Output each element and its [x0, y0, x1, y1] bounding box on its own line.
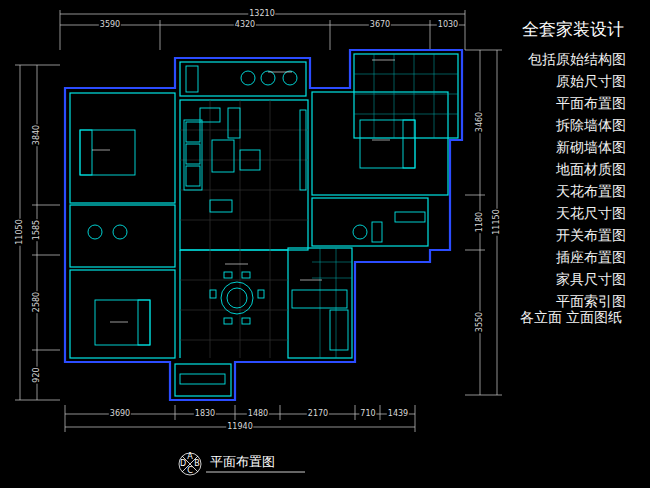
dimension-text: 1480 — [247, 410, 269, 419]
dimension-text: 710 — [359, 410, 376, 419]
drawing-list-item: 包括原始结构图 — [528, 52, 626, 67]
drawing-list-item: 家具尺寸图 — [556, 272, 626, 287]
dimension-text: 3690 — [109, 410, 131, 419]
dimension-text: 1830 — [194, 410, 216, 419]
dimension-text: 3840 — [33, 124, 42, 146]
drawing-list-item: 各立面 立面图纸 — [520, 310, 622, 325]
drawing-list-item: 拆除墙体图 — [556, 118, 626, 133]
index-letter: A — [187, 453, 192, 462]
dimension-text: 3670 — [369, 21, 391, 30]
dimension-text: 1030 — [437, 21, 459, 30]
dimension-text: 920 — [33, 366, 42, 383]
dimension-text: 1439 — [387, 410, 409, 419]
sheet-title: 全套家装设计 — [522, 20, 624, 39]
dimension-text: 1585 — [33, 219, 42, 241]
drawing-list-item: 平面布置图 — [556, 96, 626, 111]
drawing-list-item: 插座布置图 — [556, 250, 626, 265]
drawing-list-item: 天花尺寸图 — [556, 206, 626, 221]
drawing-list-item: 平面索引图 — [556, 294, 626, 309]
index-letter: C — [187, 467, 193, 476]
dimension-text: 11150 — [493, 208, 502, 235]
dimension-text: 3590 — [99, 21, 121, 30]
dimension-text: 3550 — [476, 311, 485, 333]
drawing-list-item: 原始尺寸图 — [556, 74, 626, 89]
drawing-list-item: 开关布置图 — [556, 228, 626, 243]
drawing-list-item: 地面材质图 — [556, 162, 626, 177]
drawing-list-item: 新砌墙体图 — [556, 140, 626, 155]
index-letter: B — [194, 460, 200, 469]
drawing-caption: 平面布置图 — [210, 455, 275, 469]
dimension-text: 3460 — [476, 111, 485, 133]
index-letter: D — [180, 460, 186, 469]
dimension-text: 11940 — [226, 423, 253, 432]
dimension-text: 2580 — [33, 291, 42, 313]
dimension-text: 4320 — [234, 21, 256, 30]
dimension-text: 13210 — [248, 10, 275, 19]
dimension-text: 1180 — [476, 211, 485, 233]
drawing-list-item: 天花布置图 — [556, 184, 626, 199]
dimension-text: 11050 — [16, 218, 25, 245]
dimension-text: 2170 — [307, 410, 329, 419]
